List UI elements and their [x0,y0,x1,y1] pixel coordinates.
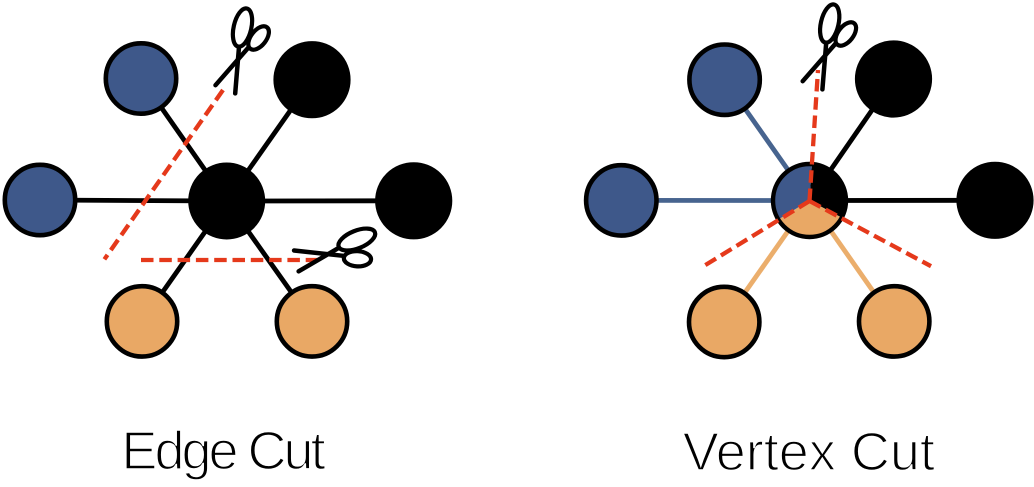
svg-text:Edge Cut: Edge Cut [121,421,325,481]
svg-text:Vertex Cut: Vertex Cut [683,422,935,482]
